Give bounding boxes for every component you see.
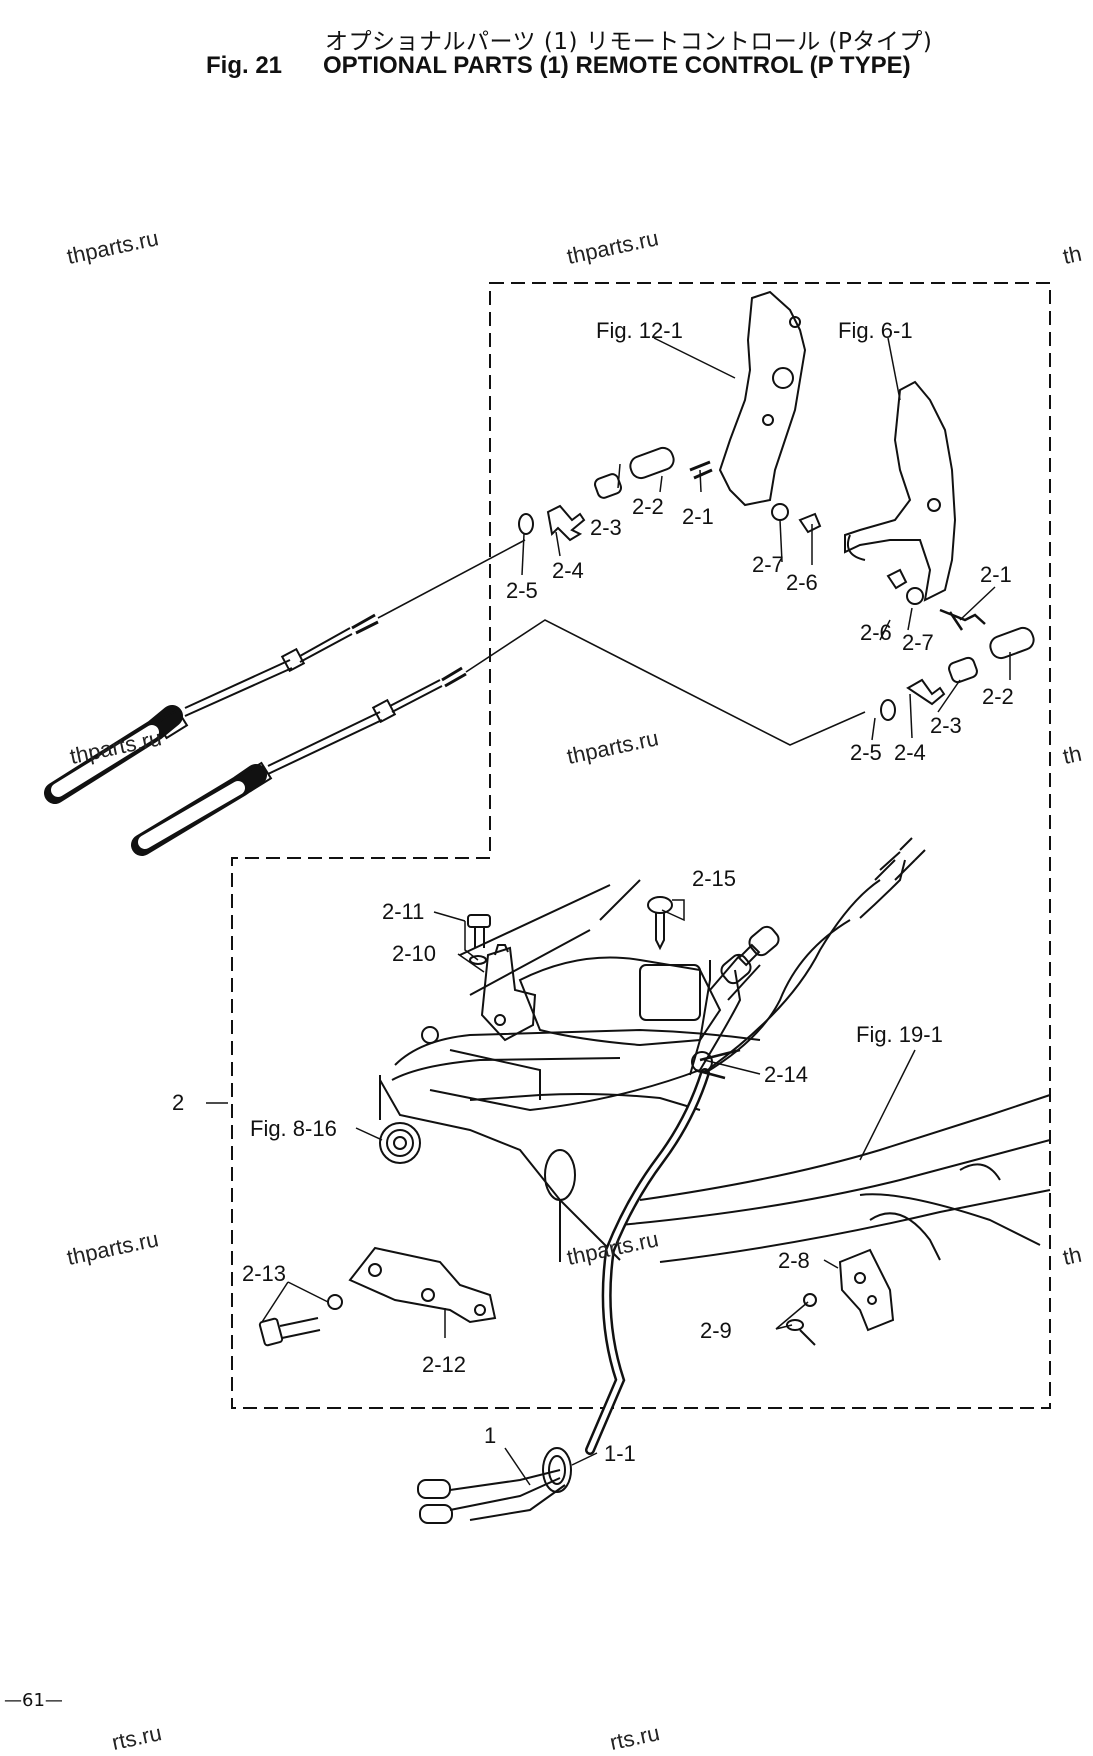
callout-fig-8-16: Fig. 8-16 <box>250 1116 337 1141</box>
figure-number: Fig. 21 <box>206 52 283 79</box>
callout-2-13: 2-13 <box>242 1261 286 1286</box>
screw-2-9 <box>786 1293 817 1346</box>
bolt-2-13 <box>258 1294 343 1347</box>
callout-2-5-upper: 2-5 <box>506 578 538 603</box>
bracket-fig-6-1 <box>844 380 957 602</box>
callout-2-7-upper: 2-7 <box>752 552 784 577</box>
callout-2-15: 2-15 <box>692 866 736 891</box>
wiring-harness <box>429 837 926 1455</box>
callout-2-2-upper: 2-2 <box>632 494 664 519</box>
callout-2-1-upper: 2-1 <box>682 504 714 529</box>
lower-cowl <box>379 879 1051 1263</box>
page-title-english: OPTIONAL PARTS (1) REMOTE CONTROL (P TYP… <box>323 52 911 79</box>
callout-2-2-lower: 2-2 <box>982 684 1014 709</box>
callout-2-3-lower: 2-3 <box>930 713 962 738</box>
shift-cable <box>131 619 866 856</box>
bracket-fig-12-1 <box>718 290 807 507</box>
callout-1-1: 1-1 <box>604 1441 636 1466</box>
callout-2-5-lower: 2-5 <box>850 740 882 765</box>
callout-2-8: 2-8 <box>778 1248 810 1273</box>
callout-1: 1 <box>484 1423 496 1448</box>
callout-2-9: 2-9 <box>700 1318 732 1343</box>
callout-2: 2 <box>172 1090 184 1115</box>
callout-2-6-upper: 2-6 <box>786 570 818 595</box>
page-title-japanese: オプショナルパーツ (1) リモートコントロール (Pタイプ) <box>325 29 933 55</box>
callout-2-12: 2-12 <box>422 1352 466 1377</box>
bolt-2-11 <box>467 914 491 965</box>
grommet-fig-8-16 <box>379 1122 421 1164</box>
callout-fig-6-1: Fig. 6-1 <box>838 318 913 343</box>
page-number: —61— <box>4 1690 63 1711</box>
leader-lines <box>206 337 1011 1486</box>
callout-2-3-upper: 2-3 <box>590 515 622 540</box>
bracket-2-12 <box>348 1246 497 1324</box>
callout-2-4-upper: 2-4 <box>552 558 584 583</box>
screw-2-15 <box>647 896 673 951</box>
callout-2-10: 2-10 <box>392 941 436 966</box>
callout-fig-12-1: Fig. 12-1 <box>596 318 683 343</box>
lower-link-parts <box>880 568 1035 721</box>
harness-end-1 <box>417 1447 572 1524</box>
callout-2-11: 2-11 <box>382 899 424 924</box>
callout-2-14: 2-14 <box>764 1062 808 1087</box>
throttle-cable <box>44 539 526 804</box>
callout-2-7-lower: 2-7 <box>902 630 934 655</box>
plate-2-8 <box>838 1248 895 1332</box>
callout-fig-19-1: Fig. 19-1 <box>856 1022 943 1047</box>
callout-2-6-lower: 2-6 <box>860 620 892 645</box>
bracket-2-10 <box>480 944 537 1042</box>
callout-2-4-lower: 2-4 <box>894 740 926 765</box>
assembly-boundary <box>231 282 1051 1409</box>
upper-link-parts <box>518 446 822 542</box>
callout-2-1-lower: 2-1 <box>980 562 1012 587</box>
